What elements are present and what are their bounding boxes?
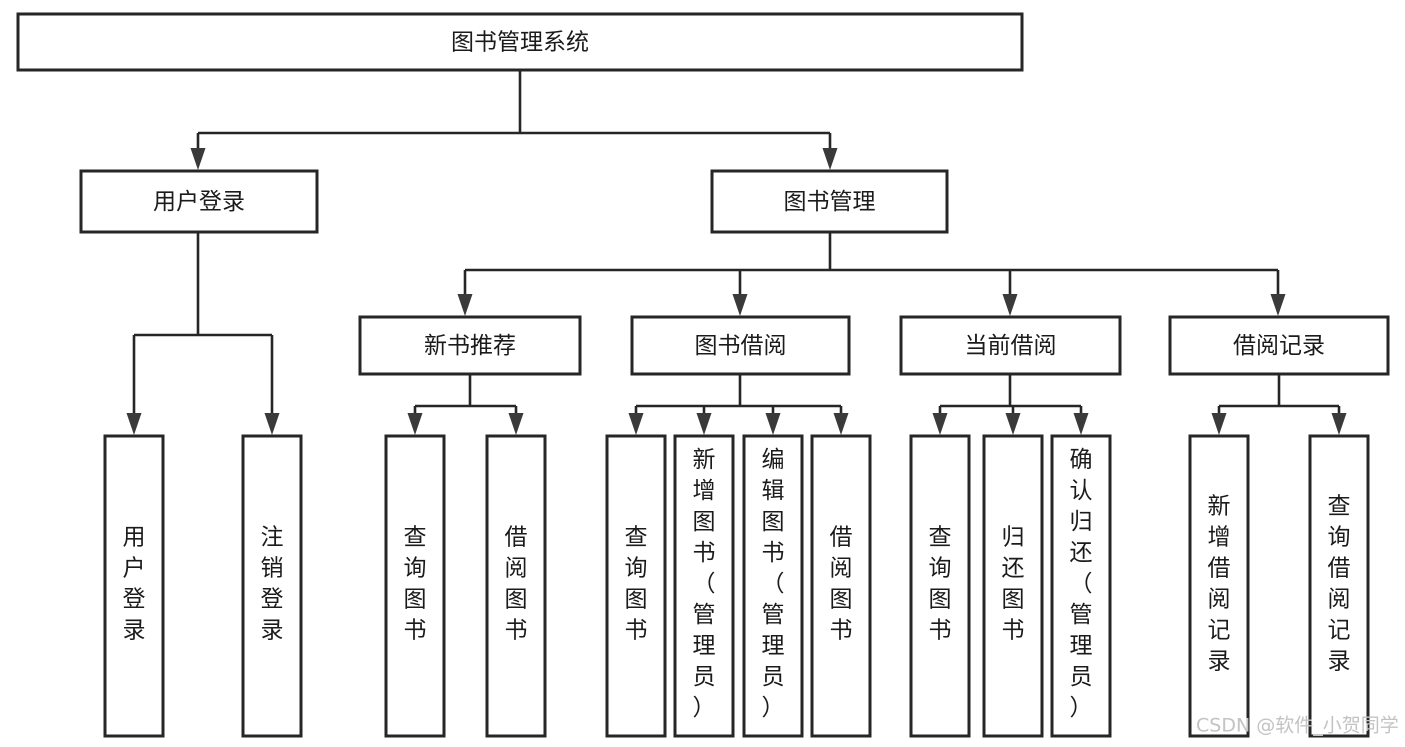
node-box-leaf-borrow-book-recommend[interactable]	[485, 434, 547, 738]
node-label-leaf-query-book-recommend: 查询图书	[404, 525, 427, 644]
node-leaf-add-borrow-record[interactable]: 新增借阅记录	[1188, 434, 1250, 738]
node-box-leaf-logout-login[interactable]	[241, 434, 303, 738]
node-box-book-management[interactable]	[710, 169, 949, 234]
node-box-user-login[interactable]	[79, 169, 319, 234]
connector-cb-drop-2	[1005, 406, 1021, 435]
node-leaf-confirm-return-admin[interactable]: 确认归还（管理员）	[1050, 434, 1112, 738]
connector-root-drop-user-login	[190, 133, 206, 170]
node-label-leaf-confirm-return-admin: 确认归还（管理员）	[1070, 447, 1093, 721]
connector-bm-drop-4	[1270, 270, 1286, 316]
node-leaf-user-login[interactable]: 用户登录	[103, 434, 165, 738]
node-leaf-query-book-borrow[interactable]: 查询图书	[605, 434, 667, 738]
node-label-book-management: 图书管理	[784, 189, 876, 215]
node-label-new-book-recommend: 新书推荐	[424, 333, 516, 359]
node-box-leaf-query-book-recommend[interactable]	[384, 434, 446, 738]
node-box-root[interactable]	[16, 12, 1024, 72]
node-box-leaf-query-book-borrow[interactable]	[605, 434, 667, 738]
connector-bm-drop-2	[732, 270, 748, 316]
node-label-leaf-edit-book-admin: 编辑图书（管理员）	[762, 447, 785, 721]
node-label-leaf-user-login: 用户登录	[123, 525, 146, 644]
node-leaf-borrow-book-recommend[interactable]: 借阅图书	[485, 434, 547, 738]
node-book-borrow[interactable]: 图书借阅	[630, 315, 851, 376]
node-box-leaf-user-login[interactable]	[103, 434, 165, 738]
node-leaf-query-book-current[interactable]: 查询图书	[909, 434, 971, 738]
node-label-leaf-borrow-book-recommend: 借阅图书	[505, 525, 528, 644]
node-book-management[interactable]: 图书管理	[710, 169, 949, 234]
node-label-leaf-logout-login: 注销登录	[261, 525, 284, 644]
node-label-current-borrow: 当前借阅	[965, 333, 1057, 359]
node-box-leaf-return-book[interactable]	[982, 434, 1044, 738]
node-label-root: 图书管理系统	[451, 30, 589, 56]
connector-br-drop-2	[1331, 406, 1347, 435]
node-box-leaf-add-book-admin[interactable]	[673, 434, 735, 738]
node-box-leaf-query-borrow-record[interactable]	[1308, 434, 1370, 738]
node-box-book-borrow[interactable]	[630, 315, 851, 376]
connector-cb-drop-1	[932, 406, 948, 435]
connector-bb-drop-2	[696, 406, 712, 435]
node-leaf-return-book[interactable]: 归还图书	[982, 434, 1044, 738]
node-box-new-book-recommend[interactable]	[358, 315, 582, 376]
node-layer: 图书管理系统用户登录图书管理新书推荐图书借阅当前借阅借阅记录用户登录注销登录查询…	[16, 12, 1390, 738]
connector-nbr-drop-1	[407, 406, 423, 435]
connector-user-login-drop-2	[264, 335, 280, 435]
connector-root-drop-book-management	[822, 133, 838, 170]
node-label-user-login: 用户登录	[153, 189, 245, 215]
connector-bb-drop-4	[833, 406, 849, 435]
connector-bb-drop-3	[765, 406, 781, 435]
node-box-current-borrow[interactable]	[899, 315, 1122, 376]
node-box-leaf-edit-book-admin[interactable]	[742, 434, 804, 738]
node-new-book-recommend[interactable]: 新书推荐	[358, 315, 582, 376]
node-label-leaf-add-borrow-record: 新增借阅记录	[1208, 494, 1231, 675]
node-label-leaf-query-book-current: 查询图书	[929, 525, 952, 644]
node-leaf-edit-book-admin[interactable]: 编辑图书（管理员）	[742, 434, 804, 738]
node-label-book-borrow: 图书借阅	[695, 333, 787, 359]
node-label-leaf-add-book-admin: 新增图书（管理员）	[693, 447, 716, 721]
node-label-borrow-record: 借阅记录	[1233, 333, 1325, 359]
node-box-leaf-borrow-book[interactable]	[810, 434, 872, 738]
connector-nbr-drop-2	[508, 406, 524, 435]
node-leaf-query-book-recommend[interactable]: 查询图书	[384, 434, 446, 738]
node-box-leaf-add-borrow-record[interactable]	[1188, 434, 1250, 738]
node-leaf-add-book-admin[interactable]: 新增图书（管理员）	[673, 434, 735, 738]
connector-bm-drop-1	[457, 270, 473, 316]
connector-cb-drop-3	[1073, 406, 1089, 435]
connector-user-login-drop-1	[126, 335, 142, 435]
connector-layer	[126, 70, 1347, 435]
node-current-borrow[interactable]: 当前借阅	[899, 315, 1122, 376]
connector-br-drop-1	[1211, 406, 1227, 435]
node-borrow-record[interactable]: 借阅记录	[1168, 315, 1390, 376]
connector-bb-drop-1	[628, 406, 644, 435]
node-box-leaf-confirm-return-admin[interactable]	[1050, 434, 1112, 738]
connector-bm-drop-3	[1002, 270, 1018, 316]
node-user-login[interactable]: 用户登录	[79, 169, 319, 234]
node-leaf-query-borrow-record[interactable]: 查询借阅记录	[1308, 434, 1370, 738]
node-leaf-logout-login[interactable]: 注销登录	[241, 434, 303, 738]
csdn-watermark: CSDN @软件_小贺同学	[1196, 715, 1399, 737]
node-leaf-borrow-book[interactable]: 借阅图书	[810, 434, 872, 738]
node-label-leaf-return-book: 归还图书	[1002, 525, 1025, 644]
node-label-leaf-query-borrow-record: 查询借阅记录	[1328, 494, 1351, 675]
node-box-borrow-record[interactable]	[1168, 315, 1390, 376]
node-label-leaf-borrow-book: 借阅图书	[830, 525, 853, 644]
node-label-leaf-query-book-borrow: 查询图书	[625, 525, 648, 644]
node-root[interactable]: 图书管理系统	[16, 12, 1024, 72]
node-box-leaf-query-book-current[interactable]	[909, 434, 971, 738]
